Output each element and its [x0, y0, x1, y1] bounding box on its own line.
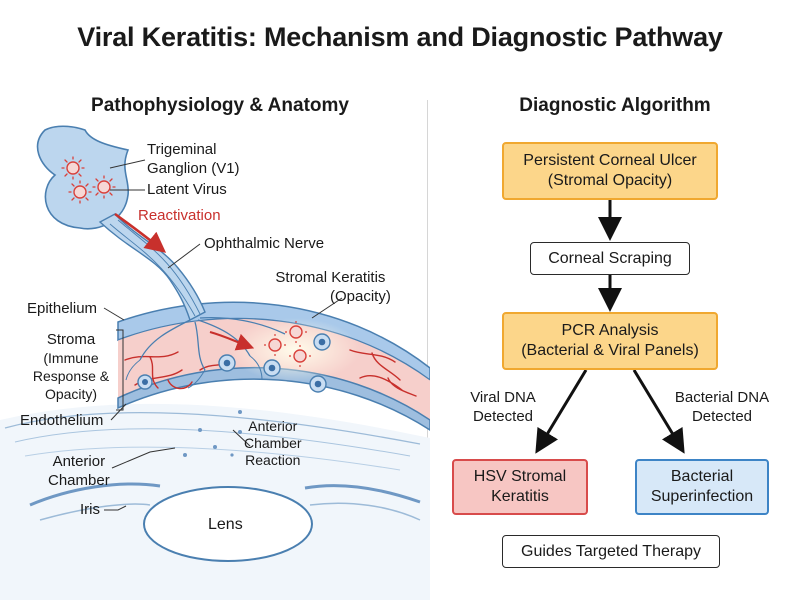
bacterial-dna-line-1: Bacterial DNA [674, 389, 770, 406]
ulcer-line-1: Persistent Corneal Ulcer [523, 152, 697, 169]
ac-reaction-line-1: Anterior [248, 418, 298, 434]
iris [29, 482, 421, 521]
endothelium-label: Endothelium [20, 412, 104, 429]
stromal-keratitis-label: Stromal Keratitis (Opacity) [270, 268, 391, 306]
bacterial-line-1: Bacterial [670, 468, 734, 485]
anterior-chamber-line-1: Anterior [52, 453, 106, 470]
lens-label: Lens [208, 516, 243, 533]
guides-targeted-therapy-box: Guides Targeted Therapy [502, 535, 720, 568]
hsv-line-2: Keratitis [491, 488, 549, 505]
stromal-viruses [268, 325, 307, 363]
main-title: Viral Keratitis: Mechanism and Diagnosti… [77, 22, 723, 52]
stromal-virus-spikes [264, 321, 311, 367]
reactivation-arrow [114, 212, 167, 253]
bacterial-dna-label: Bacterial DNA Detected [652, 388, 792, 426]
latent-virus-spikes [61, 156, 116, 204]
stromal-keratitis-line-1: Stromal Keratitis [275, 269, 386, 286]
latent-virus-label: Latent Virus [147, 181, 227, 198]
ophthalmic-nerve-label: Ophthalmic Nerve [204, 235, 325, 252]
epithelium-label: Epithelium [27, 300, 98, 317]
persistent-corneal-ulcer-box: Persistent Corneal Ulcer (Stromal Opacit… [502, 142, 718, 200]
pcr-analysis-box: PCR Analysis (Bacterial & Viral Panels) [502, 312, 718, 370]
bacterial-line-2: Superinfection [650, 488, 754, 505]
anterior-chamber-label: Anterior Chamber [48, 452, 110, 490]
lens [143, 486, 313, 562]
viral-dna-line-1: Viral DNA [470, 389, 536, 406]
ac-reaction-line-3: Reaction [245, 452, 301, 468]
anterior-chamber-line-2: Chamber [48, 472, 110, 489]
hsv-stromal-keratitis-box: HSV Stromal Keratitis [452, 459, 588, 515]
trigeminal-label-line-2: Ganglion (V1) [147, 160, 240, 177]
panel-divider [427, 100, 428, 590]
bacterial-dna-line-2: Detected [691, 408, 753, 425]
stroma-reactivation-arrow [209, 330, 255, 351]
stromal-opacity [230, 318, 360, 382]
stroma-label-line-2: (Immune [43, 350, 99, 366]
right-section-title: Diagnostic Algorithm [519, 95, 711, 116]
corneal-scraping-box: Corneal Scraping [530, 242, 690, 275]
arrow-pcr-to-bacterial [632, 369, 685, 454]
hsv-line-1: HSV Stromal [473, 468, 567, 485]
bacterial-superinfection-box: Bacterial Superinfection [635, 459, 769, 515]
left-section-title: Pathophysiology & Anatomy [91, 95, 349, 116]
stroma-label-line-1: Stroma [46, 331, 96, 348]
trigeminal-label-line-1: Trigeminal [147, 141, 217, 158]
reactivation-label: Reactivation [138, 207, 221, 224]
latent-viruses [66, 161, 111, 199]
ulcer-line-2: (Stromal Opacity) [547, 172, 673, 189]
pcr-line-1: PCR Analysis [561, 322, 659, 339]
ac-reaction-line-2: Chamber [244, 435, 302, 451]
stroma-label-line-3: Response & [32, 368, 110, 384]
trigeminal-ganglion-label: Trigeminal Ganglion (V1) [147, 140, 240, 178]
flowchart-arrows [535, 200, 685, 454]
arrow-pcr-to-hsv [535, 369, 588, 454]
trigeminal-nerve [36, 125, 286, 389]
stroma-label: Stroma (Immune Response & Opacity) [28, 331, 114, 403]
anterior-chamber-reaction-label: Anterior Chamber Reaction [244, 418, 302, 469]
anatomy-illustration [0, 125, 430, 600]
pcr-line-2: (Bacterial & Viral Panels) [521, 342, 699, 359]
iris-label: Iris [80, 501, 100, 518]
viral-dna-line-2: Detected [472, 408, 534, 425]
stroma-label-line-4: Opacity) [44, 386, 98, 402]
viral-dna-label: Viral DNA Detected [448, 388, 558, 426]
stromal-keratitis-line-2: (Opacity) [330, 288, 391, 305]
